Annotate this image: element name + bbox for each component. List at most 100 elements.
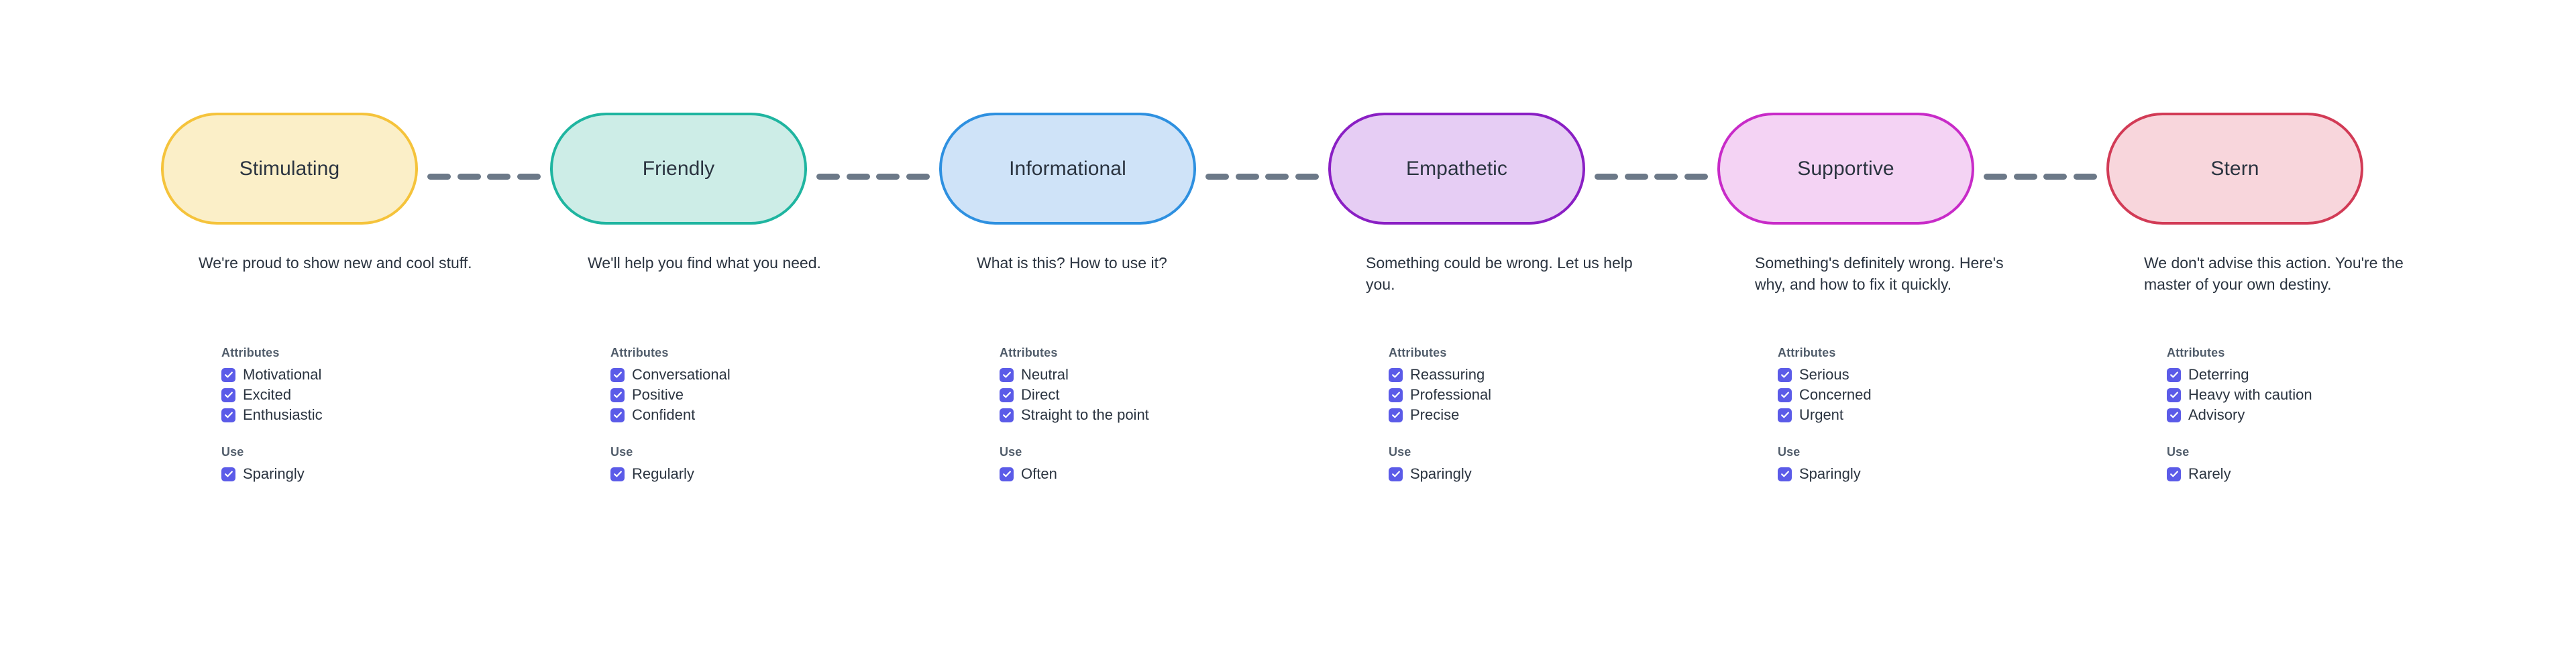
connector-dash	[2043, 174, 2068, 180]
connector-dash	[876, 174, 900, 180]
checkmark-icon[interactable]	[2167, 388, 2181, 402]
checkmark-icon[interactable]	[1778, 367, 1792, 382]
tone-pill[interactable]: Stimulating	[161, 113, 418, 225]
attribute-checkbox-row[interactable]: Neutral	[1000, 365, 1288, 385]
connector-dashed-line	[1984, 174, 2097, 180]
checkmark-icon[interactable]	[1000, 388, 1014, 402]
section-spacer	[2167, 425, 2455, 444]
checkmark-icon[interactable]	[221, 467, 235, 481]
attributes-heading: Attributes	[1389, 346, 1447, 359]
connector-dashed-line	[427, 174, 541, 180]
checkmark-icon[interactable]	[1778, 388, 1792, 402]
attribute-label: Positive	[632, 386, 684, 403]
checkmark-icon[interactable]	[610, 367, 625, 382]
use-label: Regularly	[632, 465, 694, 482]
connector-dash	[1205, 174, 1229, 180]
attribute-label: Professional	[1410, 386, 1492, 403]
attribute-checkbox-row[interactable]: Deterring	[2167, 365, 2455, 385]
connector-dash	[1295, 174, 1319, 180]
attribute-checkbox-row[interactable]: Precise	[1389, 405, 1677, 425]
checkmark-icon[interactable]	[610, 408, 625, 422]
tone-pill-label: Supportive	[1797, 157, 1894, 180]
use-checkbox-row[interactable]: Sparingly	[1389, 464, 1677, 484]
attribute-checkbox-row[interactable]: Reassuring	[1389, 365, 1677, 385]
connector-dash	[906, 174, 930, 180]
use-label: Rarely	[2188, 465, 2231, 482]
checkmark-icon[interactable]	[1778, 408, 1792, 422]
connector-dashed-line	[816, 174, 930, 180]
attribute-checkbox-row[interactable]: Positive	[610, 385, 899, 405]
attribute-checkbox-row[interactable]: Motivational	[221, 365, 510, 385]
tone-description: Something's definitely wrong. Here's why…	[1755, 254, 2004, 293]
use-label: Sparingly	[243, 465, 305, 482]
attribute-label: Deterring	[2188, 366, 2249, 383]
tone-pill[interactable]: Stern	[2106, 113, 2363, 225]
checkmark-icon[interactable]	[221, 367, 235, 382]
checkmark-icon[interactable]	[2167, 408, 2181, 422]
attribute-checkbox-row[interactable]: Professional	[1389, 385, 1677, 405]
checkmark-icon[interactable]	[1389, 408, 1403, 422]
checkmark-icon[interactable]	[1000, 367, 1014, 382]
connector-dash	[1984, 174, 2007, 180]
attribute-checkbox-row[interactable]: Enthusiastic	[221, 405, 510, 425]
attribute-label: Serious	[1799, 366, 1849, 383]
use-heading: Use	[1778, 445, 1801, 459]
connector-dash	[1654, 174, 1678, 180]
attribute-label: Reassuring	[1410, 366, 1485, 383]
checkmark-icon[interactable]	[610, 467, 625, 481]
tone-pill[interactable]: Informational	[939, 113, 1196, 225]
use-checkbox-row[interactable]: Sparingly	[221, 464, 510, 484]
attributes-heading: Attributes	[2167, 346, 2225, 359]
connector-dash	[487, 174, 511, 180]
checkmark-icon[interactable]	[1000, 467, 1014, 481]
tone-pill-label: Informational	[1009, 157, 1126, 180]
attribute-checkbox-row[interactable]: Urgent	[1778, 405, 2066, 425]
attribute-label: Precise	[1410, 406, 1460, 423]
use-checkbox-row[interactable]: Sparingly	[1778, 464, 2066, 484]
use-checkbox-row[interactable]: Often	[1000, 464, 1288, 484]
use-heading: Use	[1000, 445, 1022, 459]
checkmark-icon[interactable]	[1389, 467, 1403, 481]
tone-description: We don't advise this action. You're the …	[2144, 254, 2404, 293]
attribute-checkbox-row[interactable]: Confident	[610, 405, 899, 425]
checkmark-icon[interactable]	[610, 388, 625, 402]
checkmark-icon[interactable]	[2167, 367, 2181, 382]
tone-description: We'll help you find what you need.	[588, 254, 821, 272]
use-checkbox-row[interactable]: Rarely	[2167, 464, 2455, 484]
checkmark-icon[interactable]	[1389, 367, 1403, 382]
use-label: Often	[1021, 465, 1057, 482]
attribute-checkbox-row[interactable]: Conversational	[610, 365, 899, 385]
attributes-heading: Attributes	[610, 346, 669, 359]
use-checkbox-row[interactable]: Regularly	[610, 464, 899, 484]
attribute-checkbox-row[interactable]: Excited	[221, 385, 510, 405]
attribute-label: Neutral	[1021, 366, 1069, 383]
checkmark-icon[interactable]	[221, 388, 235, 402]
attributes-heading: Attributes	[221, 346, 280, 359]
use-heading: Use	[221, 445, 244, 459]
section-spacer	[1389, 425, 1677, 444]
attribute-checkbox-row[interactable]: Heavy with caution	[2167, 385, 2455, 405]
attribute-checkbox-row[interactable]: Advisory	[2167, 405, 2455, 425]
checkmark-icon[interactable]	[2167, 467, 2181, 481]
checkmark-icon[interactable]	[1778, 467, 1792, 481]
tone-pill[interactable]: Friendly	[550, 113, 807, 225]
tone-pill[interactable]: Empathetic	[1328, 113, 1585, 225]
connector-dash	[1595, 174, 1618, 180]
checkmark-icon[interactable]	[221, 408, 235, 422]
connector-dash	[2013, 174, 2037, 180]
checkmark-icon[interactable]	[1000, 408, 1014, 422]
attribute-checkbox-row[interactable]: Straight to the point	[1000, 405, 1288, 425]
attribute-checkbox-row[interactable]: Serious	[1778, 365, 2066, 385]
attribute-checkbox-row[interactable]: Direct	[1000, 385, 1288, 405]
section-spacer	[221, 425, 510, 444]
tone-pill-label: Empathetic	[1405, 157, 1508, 180]
attribute-checkbox-row[interactable]: Concerned	[1778, 385, 2066, 405]
attribute-label: Urgent	[1799, 406, 1844, 423]
checkmark-icon[interactable]	[1389, 388, 1403, 402]
tone-pill[interactable]: Supportive	[1717, 113, 1974, 225]
section-spacer	[1778, 425, 2066, 444]
